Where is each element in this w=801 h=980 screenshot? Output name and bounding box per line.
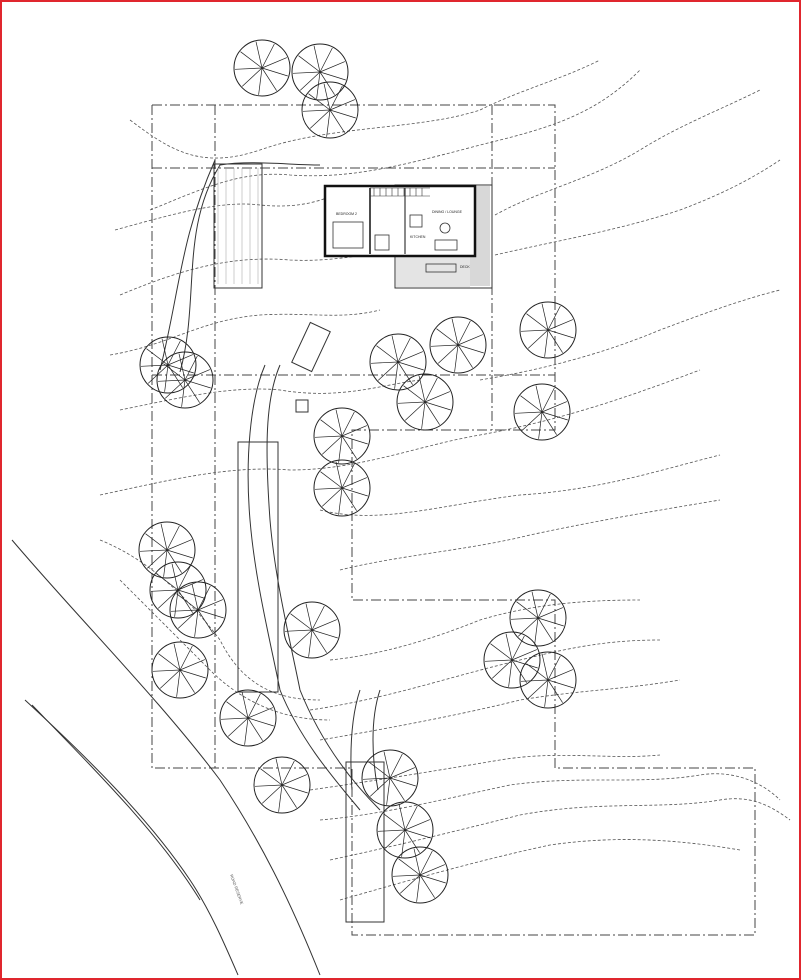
tree-symbol	[291, 43, 349, 101]
tree-symbol	[139, 336, 197, 394]
dining-label: DINING / LOUNGE	[432, 210, 463, 214]
trees	[138, 39, 577, 904]
tree-symbol	[361, 749, 419, 807]
house-floor-plan: BEDROOM 2 KITCHEN DINING / LOUNGE DECK	[323, 184, 493, 289]
tree-symbol	[376, 801, 434, 859]
tree-symbol	[313, 459, 371, 517]
bedroom-label: BEDROOM 2	[336, 212, 357, 216]
property-boundary	[151, 104, 756, 936]
tree-symbol	[233, 39, 291, 97]
driveway	[159, 159, 381, 811]
road-reserve	[11, 539, 321, 976]
deck-label: DECK	[460, 265, 470, 269]
kitchen-label: KITCHEN	[410, 235, 426, 239]
tree-symbol	[219, 689, 277, 747]
tree-symbol	[391, 846, 449, 904]
tree-symbol	[253, 756, 311, 814]
tree-symbol	[483, 631, 541, 689]
tree-symbol	[429, 316, 487, 374]
shed-structure	[213, 163, 385, 923]
tree-symbol	[313, 407, 371, 465]
contour-lines	[99, 59, 791, 901]
tree-symbol	[519, 301, 577, 359]
tree-symbol	[519, 651, 577, 709]
tree-symbol	[138, 521, 196, 579]
tree-symbol	[149, 561, 207, 619]
tree-symbol	[513, 383, 571, 441]
tree-symbol	[369, 333, 427, 391]
tree-symbol	[151, 641, 209, 699]
tree-symbol	[301, 81, 359, 139]
tree-symbol	[396, 373, 454, 431]
tree-symbol	[156, 351, 214, 409]
tree-symbol	[509, 589, 567, 647]
tree-symbol	[283, 601, 341, 659]
road-label: ROAD RESERVE	[229, 874, 245, 906]
tree-symbol	[169, 581, 227, 639]
